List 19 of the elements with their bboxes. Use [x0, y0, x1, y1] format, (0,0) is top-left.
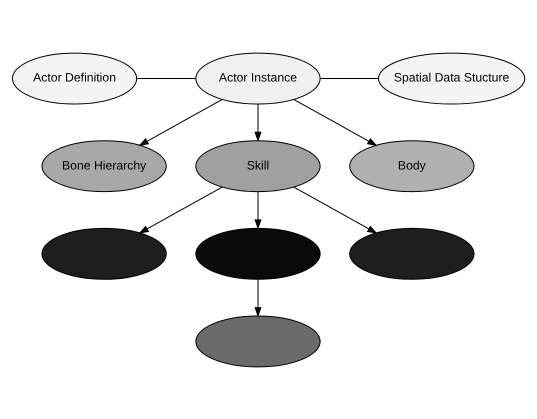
- node-ellipse: [41, 227, 167, 280]
- arrow: [293, 186, 378, 234]
- connector: [136, 78, 196, 79]
- arrow: [254, 191, 262, 230]
- node-ellipse: Actor Definition: [12, 52, 138, 104]
- node-ellipse: Bone Hierarchy: [41, 140, 167, 192]
- node-ellipse: [195, 227, 321, 280]
- node-ellipse: Body: [349, 140, 475, 192]
- node-ellipse: Spatial Data Stucture: [378, 52, 526, 104]
- arrow: [138, 98, 223, 146]
- arrow: [138, 186, 223, 234]
- arrow: [254, 104, 262, 142]
- arrow: [293, 98, 378, 146]
- arrow: [254, 279, 262, 317]
- connector: [320, 78, 379, 79]
- node-ellipse: [195, 314, 321, 367]
- node-ellipse: Skill: [195, 140, 321, 192]
- node-ellipse: Actor Instance: [195, 52, 321, 104]
- node-ellipse: [349, 227, 475, 280]
